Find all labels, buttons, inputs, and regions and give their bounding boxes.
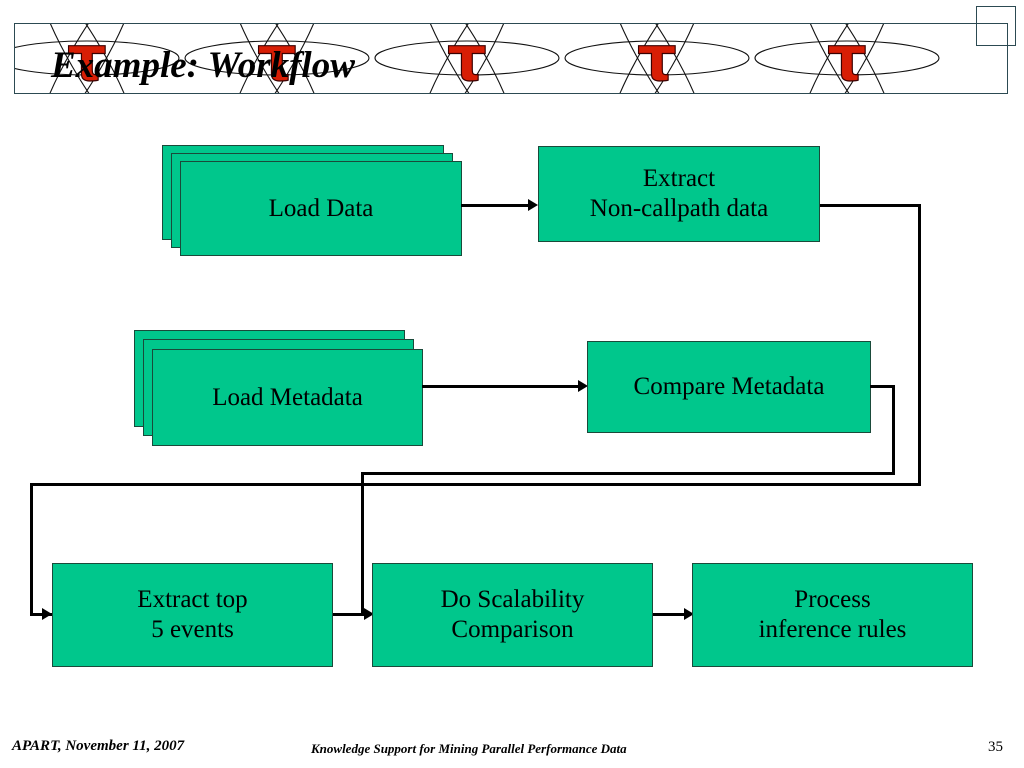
- arrowhead-process-inference: [684, 608, 694, 620]
- node-load-metadata-label: Load Metadata: [152, 349, 423, 446]
- node-load-metadata[interactable]: Load Metadata: [134, 330, 434, 448]
- corner-placeholder-box: [976, 6, 1016, 46]
- node-compare-metadata[interactable]: Compare Metadata: [587, 341, 871, 433]
- connector-loaddata-to-extract: [461, 204, 528, 207]
- node-extract-noncallpath[interactable]: Extract Non-callpath data: [538, 146, 820, 242]
- svg-text:τ: τ: [447, 24, 487, 93]
- connector-comparemeta-rail-into-scalability: [361, 472, 364, 616]
- footer-center-text: Knowledge Support for Mining Parallel Pe…: [311, 741, 627, 756]
- node-extract-noncallpath-line1: Extract: [642, 165, 716, 192]
- svg-text:τ: τ: [67, 24, 107, 93]
- node-do-scalability-line1: Do Scalability: [440, 586, 585, 613]
- node-compare-metadata-label: Compare Metadata: [633, 373, 825, 400]
- arrowhead-extract-noncallpath: [528, 199, 538, 211]
- footer-left-text: APART, November 11, 2007: [12, 738, 185, 754]
- connector-comparemeta-rail-down: [892, 385, 895, 475]
- arrowhead-do-scalability: [364, 608, 374, 620]
- connector-scalability-to-inference: [653, 613, 691, 616]
- node-process-inference-rules[interactable]: Process inference rules: [692, 563, 973, 667]
- node-extract-top-events[interactable]: Extract top 5 events: [52, 563, 333, 667]
- tau-atom-watermark-icon: τ τ τ τ τ: [15, 24, 940, 93]
- connector-right-rail-down: [918, 204, 921, 486]
- node-do-scalability-line2: Comparison: [451, 616, 574, 643]
- page-title: Example: Workflow: [51, 45, 355, 86]
- slide-footer: APART, November 11, 2007 Knowledge Suppo…: [0, 736, 1024, 764]
- node-do-scalability[interactable]: Do Scalability Comparison: [372, 563, 653, 667]
- node-load-data-label: Load Data: [180, 161, 462, 256]
- node-extract-noncallpath-line2: Non-callpath data: [589, 195, 769, 222]
- node-extract-top-line2: 5 events: [151, 616, 234, 643]
- svg-text:τ: τ: [637, 24, 677, 93]
- footer-page-number: 35: [988, 739, 1003, 755]
- arrowhead-compare-metadata: [578, 380, 588, 392]
- node-extract-top-line1: Extract top: [137, 586, 248, 613]
- connector-left-rail-into-extract-top: [30, 613, 52, 616]
- connector-right-rail-to-left: [30, 483, 921, 486]
- node-process-inference-line2: inference rules: [758, 616, 907, 643]
- connector-comparemeta-rail-left: [361, 472, 895, 475]
- connector-loadmeta-to-comparemeta: [422, 385, 578, 388]
- svg-text:τ: τ: [257, 24, 297, 93]
- arrowhead-extract-top-events: [42, 608, 52, 620]
- connector-extract-right-stub: [820, 204, 921, 207]
- node-load-data[interactable]: Load Data: [162, 145, 462, 260]
- connector-extracttop-to-scalability: [333, 613, 371, 616]
- connector-left-rail-down: [30, 483, 33, 616]
- node-process-inference-line1: Process: [794, 586, 871, 613]
- title-banner: τ τ τ τ τ Example: Workflow: [14, 23, 1008, 94]
- svg-text:τ: τ: [827, 24, 867, 93]
- connector-comparemeta-right-stub: [870, 385, 895, 388]
